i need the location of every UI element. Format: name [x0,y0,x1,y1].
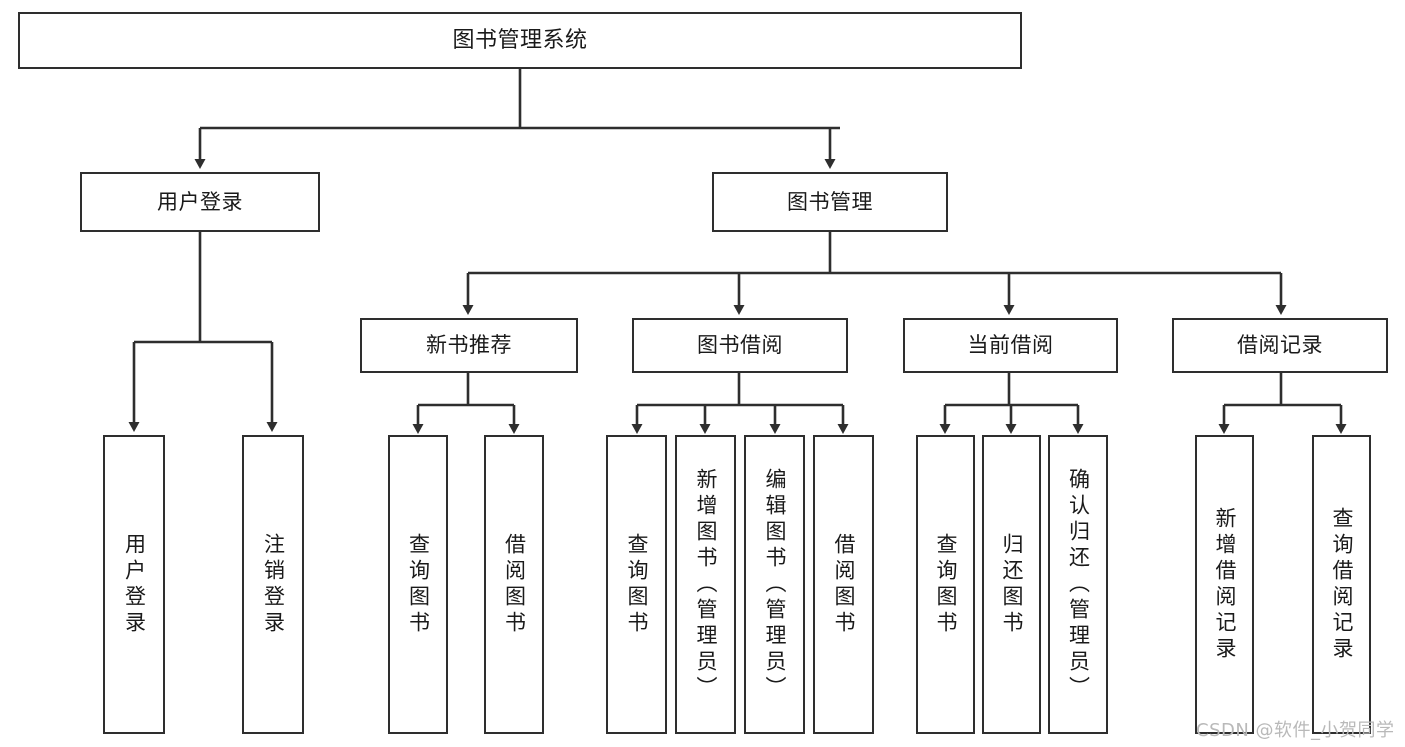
node-leaf-query-book-1-label: 查询图书 [406,532,431,637]
node-leaf-borrow-book-1[interactable]: 借阅图书 [484,435,544,734]
node-leaf-query-book-2[interactable]: 查询图书 [606,435,667,734]
node-root[interactable]: 图书管理系统 [18,12,1022,69]
node-book-borrow[interactable]: 图书借阅 [632,318,848,373]
node-book-manage-label: 图书管理 [787,189,873,214]
node-leaf-query-book-1[interactable]: 查询图书 [388,435,448,734]
node-leaf-add-record-label: 新增借阅记录 [1213,506,1237,663]
node-leaf-add-book[interactable]: 新增图书（管理员） [675,435,736,734]
node-leaf-logout[interactable]: 注销登录 [242,435,304,734]
node-leaf-return-book[interactable]: 归还图书 [982,435,1041,734]
node-leaf-borrow-book-2[interactable]: 借阅图书 [813,435,874,734]
node-borrow-record-label: 借阅记录 [1237,333,1323,358]
node-borrow-record[interactable]: 借阅记录 [1172,318,1388,373]
node-leaf-edit-book[interactable]: 编辑图书（管理员） [744,435,805,734]
node-leaf-query-record-label: 查询借阅记录 [1330,506,1354,663]
node-current-borrow[interactable]: 当前借阅 [903,318,1118,373]
node-leaf-add-record[interactable]: 新增借阅记录 [1195,435,1254,734]
node-leaf-query-book-3-label: 查询图书 [934,532,958,637]
node-leaf-query-book-2-label: 查询图书 [625,532,649,637]
node-leaf-user-login[interactable]: 用户登录 [103,435,165,734]
node-leaf-return-book-label: 归还图书 [1000,532,1024,637]
node-leaf-logout-label: 注销登录 [261,532,286,637]
node-user-login-label: 用户登录 [157,189,243,214]
node-user-login[interactable]: 用户登录 [80,172,320,232]
csdn-watermark: CSDN @软件_小贺同学 [1196,720,1395,741]
node-leaf-confirm-return[interactable]: 确认归还（管理员） [1048,435,1108,734]
node-root-label: 图书管理系统 [452,27,588,53]
node-leaf-borrow-book-1-label: 借阅图书 [502,532,527,637]
node-leaf-confirm-return-label: 确认归还（管理员） [1066,467,1091,702]
node-leaf-borrow-book-2-label: 借阅图书 [832,532,856,637]
node-leaf-edit-book-label: 编辑图书（管理员） [763,467,787,702]
node-leaf-user-login-label: 用户登录 [122,532,147,637]
node-book-borrow-label: 图书借阅 [697,333,783,358]
node-book-manage[interactable]: 图书管理 [712,172,948,232]
node-new-book-rec-label: 新书推荐 [426,333,512,358]
node-leaf-query-record[interactable]: 查询借阅记录 [1312,435,1371,734]
node-new-book-rec[interactable]: 新书推荐 [360,318,578,373]
node-leaf-add-book-label: 新增图书（管理员） [694,467,718,702]
node-leaf-query-book-3[interactable]: 查询图书 [916,435,975,734]
node-current-borrow-label: 当前借阅 [967,333,1054,358]
